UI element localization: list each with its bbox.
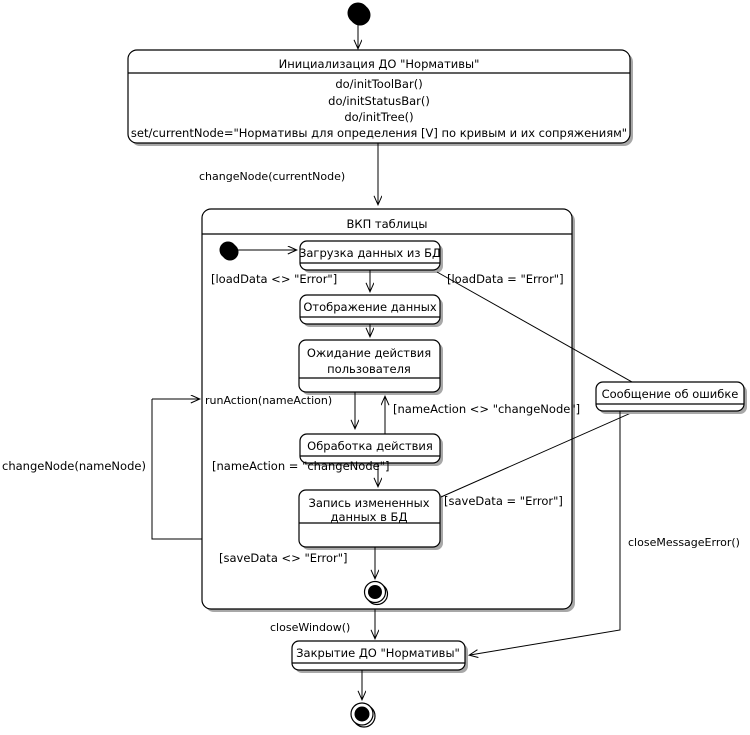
label-run-action: runAction(nameAction) xyxy=(205,394,332,407)
state-composite-table[interactable]: ВКП таблицы xyxy=(201,208,575,612)
state-wait-user-action[interactable]: Ожидание действия пользователя xyxy=(298,339,443,395)
label-name-action-ne: [nameAction <> "changeNode"] xyxy=(393,402,580,416)
state-initialization-action-1: do/initStatusBar() xyxy=(328,94,430,108)
initial-state-inner xyxy=(219,241,239,261)
label-load-data-error: [loadData = "Error"] xyxy=(447,272,564,286)
label-save-data-ok: [saveData <> "Error"] xyxy=(219,551,348,565)
label-change-current-node: changeNode(currentNode) xyxy=(199,170,345,183)
edge-save-to-error xyxy=(440,405,649,498)
label-close-message-error: closeMessageError() xyxy=(628,536,740,549)
label-save-data-error: [saveData = "Error"] xyxy=(444,494,563,508)
state-save-data[interactable]: Запись измененных данных в БД xyxy=(298,489,443,550)
state-initialization-title: Инициализация ДО "Нормативы" xyxy=(279,57,480,71)
state-load-data-label: Загрузка данных из БД xyxy=(299,246,441,260)
state-display-data-label: Отображение данных xyxy=(303,300,437,314)
state-process-action-label: Обработка действия xyxy=(307,439,433,453)
state-initialization-action-0: do/initToolBar() xyxy=(335,77,422,91)
state-close-document-label: Закрытие ДО "Нормативы" xyxy=(296,646,460,660)
state-initialization-action-3: set/currentNode="Нормативы для определен… xyxy=(131,126,627,140)
label-close-window: closeWindow() xyxy=(270,621,350,634)
state-save-data-line1: Запись измененных xyxy=(308,496,429,510)
state-process-action[interactable]: Обработка действия xyxy=(299,433,443,466)
state-error-message[interactable]: Сообщение об ошибке xyxy=(595,381,747,414)
label-change-node: changeNode(nameNode) xyxy=(2,459,146,473)
state-initialization[interactable]: Инициализация ДО "Нормативы" do/initTool… xyxy=(127,49,633,146)
state-composite-title: ВКП таблицы xyxy=(347,217,428,231)
state-wait-user-action-line2: пользователя xyxy=(327,362,411,376)
state-save-data-line2: данных в БД xyxy=(331,510,408,524)
state-initialization-action-2: do/initTree() xyxy=(344,110,413,124)
state-error-message-label: Сообщение об ошибке xyxy=(602,387,739,401)
label-load-data-ok: [loadData <> "Error"] xyxy=(211,272,337,286)
initial-state-top xyxy=(347,2,371,26)
edge-change-node-loop-path xyxy=(151,399,202,540)
final-state-bottom xyxy=(350,702,376,728)
edge-load-to-error xyxy=(436,271,648,391)
state-display-data[interactable]: Отображение данных xyxy=(299,294,443,327)
state-load-data[interactable]: Загрузка данных из БД xyxy=(299,240,443,273)
edge-error-to-close xyxy=(470,411,621,655)
state-wait-user-action-line1: Ожидание действия xyxy=(307,346,431,360)
final-state-inner xyxy=(363,580,389,606)
state-close-document[interactable]: Закрытие ДО "Нормативы" xyxy=(291,640,468,673)
label-name-action-eq: [nameAction = "changeNode"] xyxy=(212,459,389,473)
